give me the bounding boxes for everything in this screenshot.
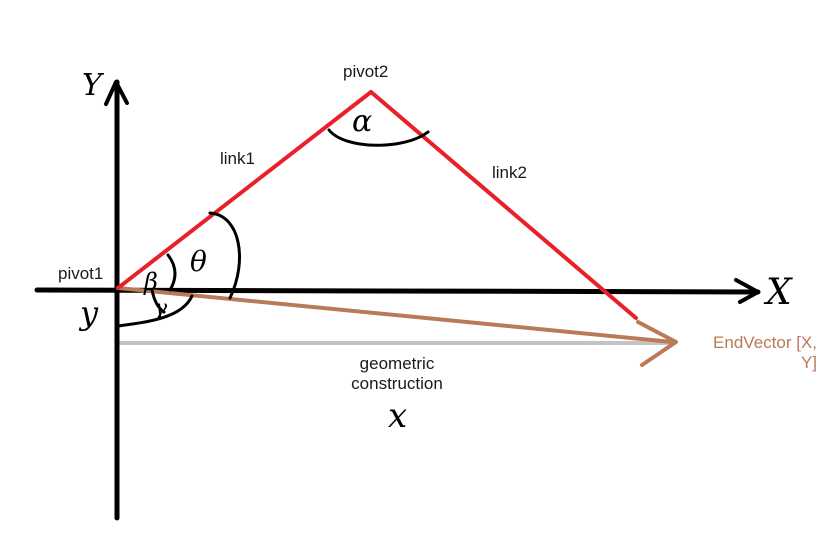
end-vector-label-line1: EndVector [X,: [713, 333, 817, 352]
beta-arc: [166, 253, 177, 292]
gamma-arc: [116, 294, 194, 328]
beta-gamma-tick: [150, 288, 166, 314]
gamma-symbol: γ: [154, 296, 168, 321]
alpha-arc: [327, 128, 430, 147]
x-leg-symbol: x: [388, 396, 408, 436]
end-vector-label: EndVector [X, Y]: [686, 333, 817, 372]
theta-arc: [208, 211, 242, 300]
beta-symbol: β: [144, 268, 158, 296]
theta-symbol: θ: [190, 245, 207, 278]
alpha-symbol: α: [352, 104, 373, 139]
y-axis-arrow: [104, 80, 129, 106]
geometric-construction-label: geometric construction: [327, 354, 467, 393]
link1-line: [116, 90, 373, 290]
x-axis-label: X: [766, 272, 792, 313]
pivot1-label: pivot1: [58, 264, 104, 283]
link2-line: [369, 90, 638, 320]
link1-label: link1: [220, 149, 255, 168]
end-vector-arrow: [636, 320, 678, 367]
y-axis-label: Y: [82, 68, 102, 103]
end-vector-line: [116, 286, 674, 344]
end-vector-label-line2: Y]: [800, 352, 817, 372]
construction-label-line2: construction: [351, 373, 443, 393]
y-leg-symbol: y: [80, 294, 99, 332]
link2-label: link2: [492, 163, 527, 182]
pivot2-label: pivot2: [343, 62, 389, 81]
construction-label-line1: geometric: [359, 354, 435, 373]
x-axis-arrow: [734, 278, 760, 304]
